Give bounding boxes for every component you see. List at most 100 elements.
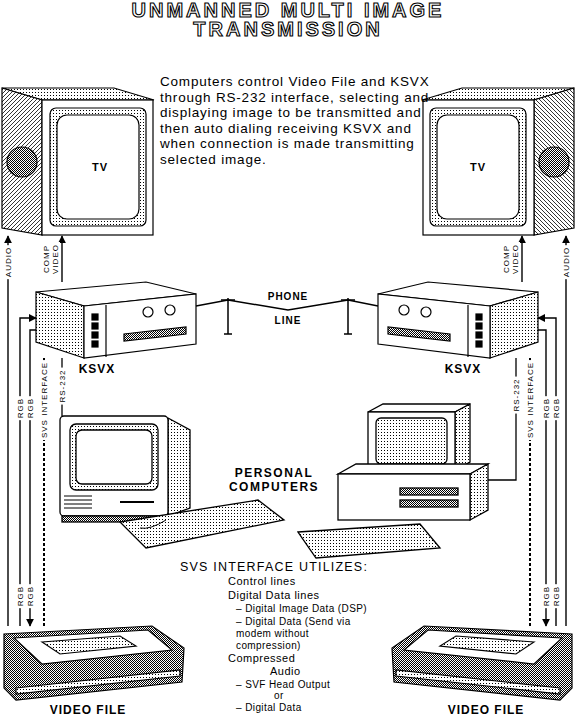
connectors [8, 236, 566, 626]
signal-name: RGB [26, 584, 35, 608]
base-side [470, 464, 488, 520]
video-file-front [16, 670, 180, 694]
list-heading: SVS INTERFACE UTILIZES: [180, 560, 430, 574]
video-file-body [4, 626, 184, 700]
panel-button [92, 332, 98, 338]
rs232-wires [62, 358, 516, 480]
signal-name: COMP VIDEO [42, 242, 60, 276]
video-file-body [392, 626, 572, 700]
unit-front [84, 294, 196, 358]
tv-screen [57, 115, 139, 219]
video-file: VIDEO FILE [390, 626, 574, 702]
signal-name: AUDIO [4, 245, 13, 279]
ksvx-unit-drawing [378, 282, 538, 358]
panel-button [92, 341, 98, 347]
list-item: – Digital Image Data (DSP) [236, 603, 416, 615]
panel-knob [143, 307, 153, 317]
signal-name: COMP VIDEO [502, 242, 520, 276]
tv-bezel [430, 108, 526, 226]
video-file-lid [404, 630, 562, 664]
unit-side [36, 292, 84, 358]
video-file-window [42, 636, 136, 654]
keyboard [120, 500, 284, 548]
tv-set-drawing [422, 88, 574, 235]
video-file-drawing [392, 626, 572, 700]
panel-button [476, 323, 482, 329]
right-computer [298, 404, 488, 558]
device-label: VIDEO FILE [38, 703, 138, 717]
video-file-front [396, 670, 560, 694]
panel-button [92, 314, 98, 320]
ksvx-unit-drawing [36, 282, 196, 358]
tv-set-drawing [2, 88, 154, 235]
signal-name: RS-232 [58, 367, 67, 404]
list-item: – Digital Data (Send via modem without c… [236, 616, 354, 652]
device-label: TV [459, 160, 497, 174]
device-label: KSVX [432, 362, 494, 376]
signal-name: AUDIO [562, 245, 571, 279]
signal-name: RGB [16, 584, 25, 608]
drive-slot [400, 488, 458, 495]
unit-front [378, 294, 490, 358]
list-item: Digital Data lines [228, 589, 388, 602]
video-file-drawing [4, 626, 184, 700]
panel-slot [388, 327, 450, 341]
panel-knob [165, 305, 175, 315]
video-file-outline [390, 626, 574, 702]
list-item: Compressed Audio [228, 652, 310, 678]
signal-line [61, 236, 62, 282]
signal-name: PHONE LINE [265, 285, 311, 333]
tv-bezel [50, 108, 146, 226]
ksvx-unit-outline [36, 282, 196, 358]
signal-name: SVS INTERFACE [40, 360, 49, 440]
list-item: – Digital Data [236, 702, 396, 714]
signal-line [521, 236, 522, 282]
part-name: PERSONAL COMPUTERS [216, 466, 332, 494]
phone-pole [341, 298, 355, 334]
signal-line [538, 318, 556, 626]
panel-slot [124, 327, 186, 341]
device-label: VIDEO FILE [436, 703, 536, 717]
tv-front [423, 100, 534, 235]
signal-line [30, 330, 36, 626]
signal-name: RGB [552, 396, 561, 420]
video-file-window [440, 636, 534, 654]
signal-line [538, 330, 546, 626]
unit-side [490, 292, 538, 358]
list-item: – SVF Head Output [236, 679, 396, 691]
ksvx-unit-outline [378, 282, 538, 358]
monitor-screen [376, 418, 447, 464]
video-file: VIDEO FILE [2, 626, 186, 702]
device-label: KSVX [66, 362, 128, 376]
list-item: Control lines [228, 575, 388, 588]
video-file-outline [2, 626, 186, 702]
screen-bezel [70, 424, 158, 490]
ksvx-unit: KSVX [378, 282, 538, 358]
computer-screen [76, 430, 152, 484]
speaker-grille [539, 147, 569, 177]
signal-name: SVS INTERFACE [526, 360, 535, 440]
base-front [338, 474, 470, 520]
tv-set: TV [2, 86, 154, 236]
signal-name: RGB [552, 584, 561, 608]
list-item: or [274, 690, 314, 702]
keyboard-cord [140, 520, 166, 528]
signal-name: RGB [542, 396, 551, 420]
panel-button [476, 332, 482, 338]
note-text: Computers control Video File and KSVX th… [160, 74, 438, 167]
tv-side [2, 88, 42, 235]
diagram-title: UNMANNED MULTI IMAGE TRANSMISSION [98, 1, 478, 39]
signal-line [565, 236, 566, 626]
base-top [338, 464, 488, 474]
tv-front [42, 100, 153, 235]
panel-button [476, 341, 482, 347]
floppy-slot [120, 501, 154, 503]
tv-set-outline [422, 86, 574, 236]
monitor-side [455, 404, 470, 470]
panel-button [476, 314, 482, 320]
panel-knob [421, 307, 431, 317]
monitor-top [368, 404, 470, 412]
phone-pole [221, 298, 235, 334]
signal-name: RGB [26, 396, 35, 420]
